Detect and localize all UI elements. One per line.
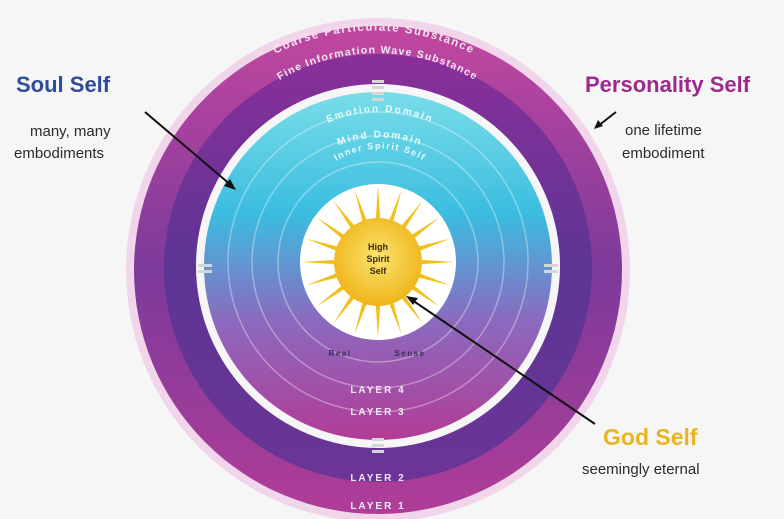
god-self-title: God Self <box>603 424 698 450</box>
sun-rays <box>302 186 454 338</box>
label-inner-sense: Sense <box>394 349 425 358</box>
god-self-line-1: seemingly eternal <box>582 461 700 478</box>
core-line-3: Self <box>370 266 388 276</box>
sun-ray <box>399 292 423 324</box>
sun-ray <box>354 189 368 225</box>
label-layer-3: LAYER 3 <box>350 407 405 418</box>
label-layer-4: LAYER 4 <box>350 385 405 396</box>
sun-ray <box>375 301 381 338</box>
soul-self-title: Soul Self <box>16 72 111 97</box>
sun-icon <box>334 218 422 306</box>
arrow-god-self <box>406 296 596 425</box>
sun-ray <box>408 283 440 307</box>
inner-ring-guide-2 <box>251 135 505 389</box>
connector-marks <box>198 80 558 453</box>
sun-ray <box>316 217 348 241</box>
soul-self-line-2: embodiments <box>14 145 105 162</box>
sun-ray <box>399 200 423 232</box>
sun-ray <box>302 259 339 265</box>
sun-ray <box>333 200 357 232</box>
sun-ray <box>415 272 451 286</box>
sun-ray <box>305 272 341 286</box>
sun-ray <box>417 259 454 265</box>
sun-ray <box>375 186 381 223</box>
inner-ring-guide-3 <box>277 161 479 363</box>
label-layer-2: LAYER 2 <box>350 473 405 484</box>
personality-self-line-2: embodiment <box>622 145 705 162</box>
personality-self-title: Personality Self <box>585 72 751 97</box>
sun-ray <box>408 217 440 241</box>
sun-ray <box>316 283 348 307</box>
core-line-2: Spirit <box>366 254 389 264</box>
inner-ring-guide-1 <box>227 111 529 413</box>
label-layer-1: LAYER 1 <box>350 501 405 512</box>
sun-ray <box>305 238 341 252</box>
label-inner-real: Real <box>329 349 352 358</box>
soul-self-line-1: many, many <box>30 123 111 140</box>
sun-ray <box>415 238 451 252</box>
arrow-soul-self <box>144 111 236 190</box>
sun-ray <box>388 189 402 225</box>
personality-self-line-1: one lifetime <box>625 122 702 139</box>
sun-ray <box>388 299 402 335</box>
sun-ray <box>354 299 368 335</box>
sun-ray <box>333 292 357 324</box>
arrow-personality-self <box>594 111 617 129</box>
core-line-1: High <box>368 242 388 252</box>
